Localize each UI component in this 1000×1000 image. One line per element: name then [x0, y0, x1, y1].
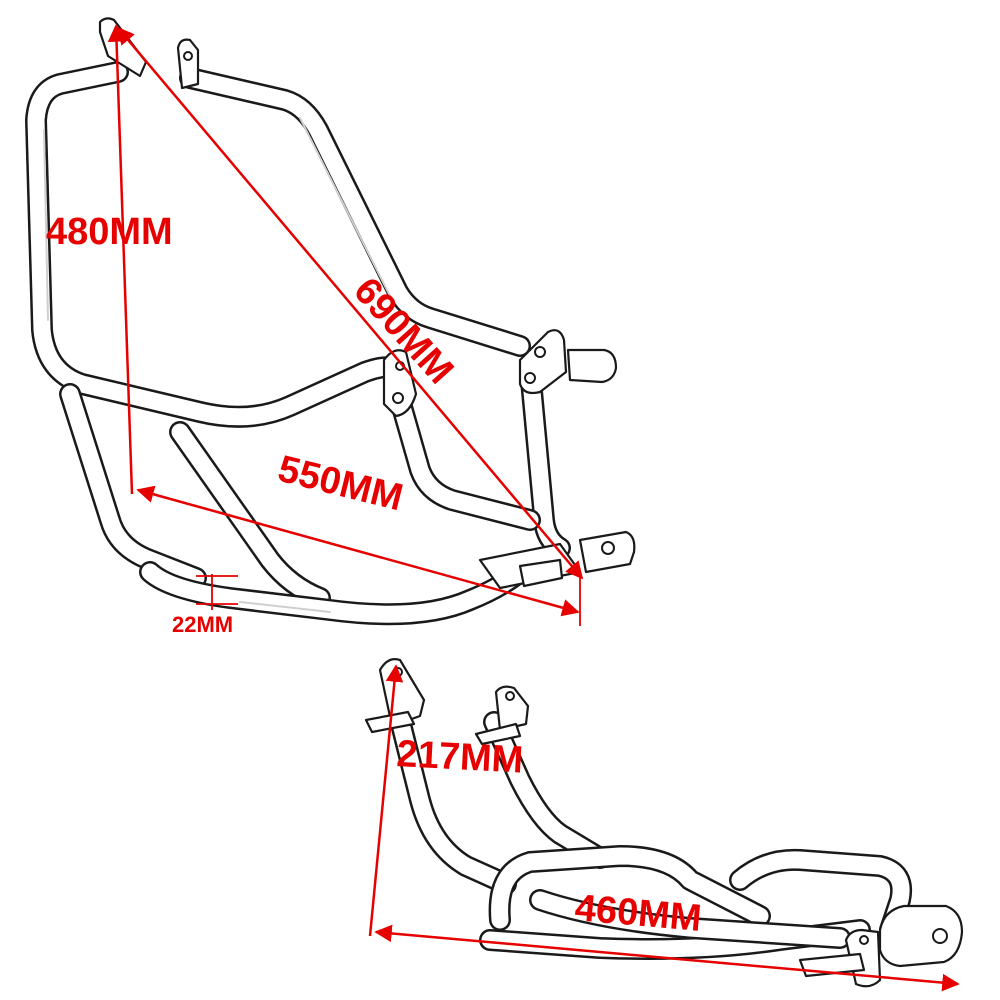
tube-diameter-label: 22MM — [172, 612, 233, 637]
width-bottom-dimension-line — [374, 924, 960, 992]
dimension-lines — [107, 24, 960, 992]
height-bottom-dimension-line — [368, 664, 404, 937]
width-top-label: 550MM — [274, 448, 407, 519]
height-top-label: 480MM — [46, 211, 173, 253]
crash-bar-front-view — [364, 658, 964, 988]
width-top-dimension-line — [136, 485, 580, 617]
height-bottom-label: 217MM — [396, 733, 525, 782]
height-top-dimension-line — [107, 24, 134, 495]
width-bottom-label: 460MM — [573, 887, 703, 940]
